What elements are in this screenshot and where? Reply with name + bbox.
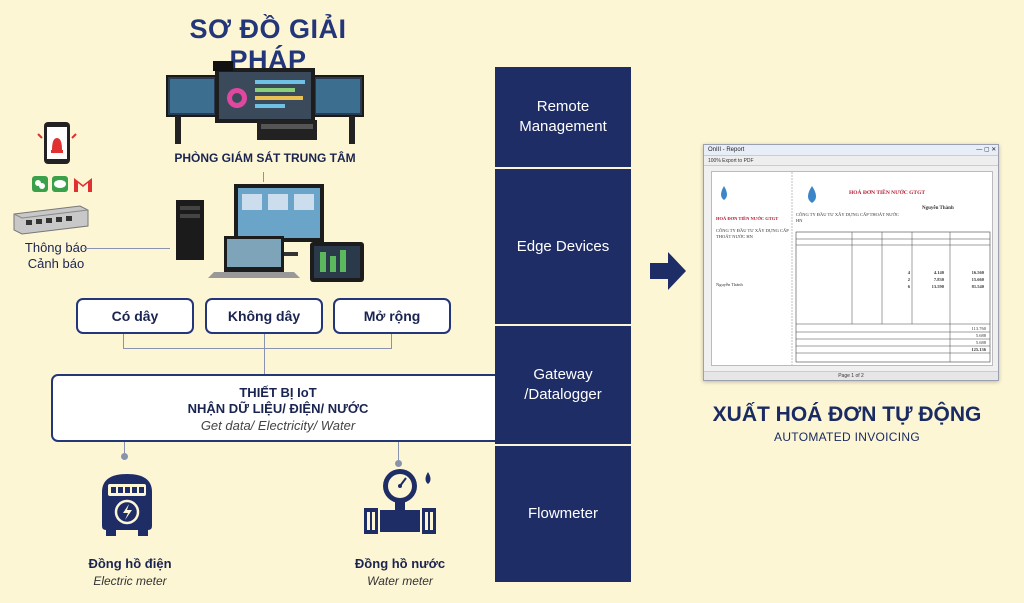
monitoring-room-image <box>166 61 364 144</box>
invoice-page-status: Page 1 of 2 <box>704 371 998 380</box>
layer-edge-devices: Edge Devices <box>516 237 610 255</box>
monitoring-room-label: PHÒNG GIÁM SÁT TRUNG TÂM <box>174 151 356 165</box>
iot-subtitle: NHẬN DỮ LIỆU/ ĐIỆN/ NƯỚC <box>187 401 369 416</box>
bus-line <box>123 348 392 349</box>
alert-connector <box>84 248 170 249</box>
iot-description: Get data/ Electricity/ Water <box>200 418 356 433</box>
invoice-page: HOÁ ĐƠN TIỀN NƯỚC GTGT HOÁ ĐƠN TIỀN NƯỚC… <box>711 171 993 366</box>
alert-icons <box>32 122 92 192</box>
line-icon <box>52 176 68 192</box>
iot-title: THIẾT BỊ IoT <box>239 385 317 400</box>
invoice-left-heading: HOÁ ĐƠN TIỀN NƯỚC GTGT <box>716 216 779 221</box>
layer-remote-management: Remote Management <box>519 98 607 135</box>
electric-meter-icon <box>102 474 152 536</box>
edge-gateway-image <box>13 205 89 235</box>
wechat-icon <box>32 176 48 192</box>
invoice-customer-left: Nguyễn Thành <box>716 282 743 287</box>
water-meter-icon <box>364 469 436 534</box>
invoice-table-lines <box>721 172 991 365</box>
layer-gateway: Gateway /Datalogger <box>524 366 602 403</box>
invoicing-title: XUẤT HOÁ ĐƠN TỰ ĐỘNG <box>712 403 982 426</box>
electric-meter-label: Đồng hồ điện <box>88 556 172 571</box>
invoice-company-left: CÔNG TY ĐẦU TƯ XÂY DỰNG CẤP THOÁT NƯỚC H… <box>716 228 789 239</box>
invoice-company: CÔNG TY ĐẦU TƯ XÂY DỰNG CẤP THOÁT NƯỚC H… <box>796 212 899 223</box>
invoice-report-window: OnIII - Report — ▢ ✕ 100% Export to PDF … <box>703 144 999 381</box>
solution-layers-column: Remote Management Edge Devices Gateway /… <box>495 67 631 582</box>
invoice-titlebar: OnIII - Report — ▢ ✕ <box>704 145 998 156</box>
water-meter-label: Đồng hồ nước <box>354 556 446 571</box>
monitor-connector <box>263 172 264 182</box>
invoice-toolbar[interactable]: 100% Export to PDF <box>704 156 998 166</box>
alerts-label: Thông báo Cảnh báo <box>24 240 88 271</box>
water-meter-label-en: Water meter <box>367 574 433 588</box>
window-controls[interactable]: — ▢ ✕ <box>976 147 998 153</box>
monitoring-devices-image <box>176 184 364 282</box>
phone-alarm-icon <box>37 122 77 164</box>
arrow-right-icon <box>650 252 686 290</box>
layer-flowmeter: Flowmeter <box>527 505 598 522</box>
invoice-heading: HOÁ ĐƠN TIỀN NƯỚC GTGT <box>848 190 926 196</box>
extended-button[interactable]: Mở rộng <box>333 298 451 334</box>
gmail-icon <box>74 178 92 192</box>
wired-button[interactable]: Có dây <box>76 298 194 334</box>
invoicing-subtitle: AUTOMATED INVOICING <box>774 430 920 444</box>
invoice-customer: Nguyễn Thành <box>922 206 954 211</box>
page-title: SƠ ĐỒ GIẢI PHÁP <box>189 14 347 75</box>
electric-meter-label-en: Electric meter <box>93 574 167 588</box>
wireless-button[interactable]: Không dây <box>205 298 323 334</box>
iot-device-box: THIẾT BỊ IoT NHẬN DỮ LIỆU/ ĐIỆN/ NƯỚC Ge… <box>51 374 505 442</box>
